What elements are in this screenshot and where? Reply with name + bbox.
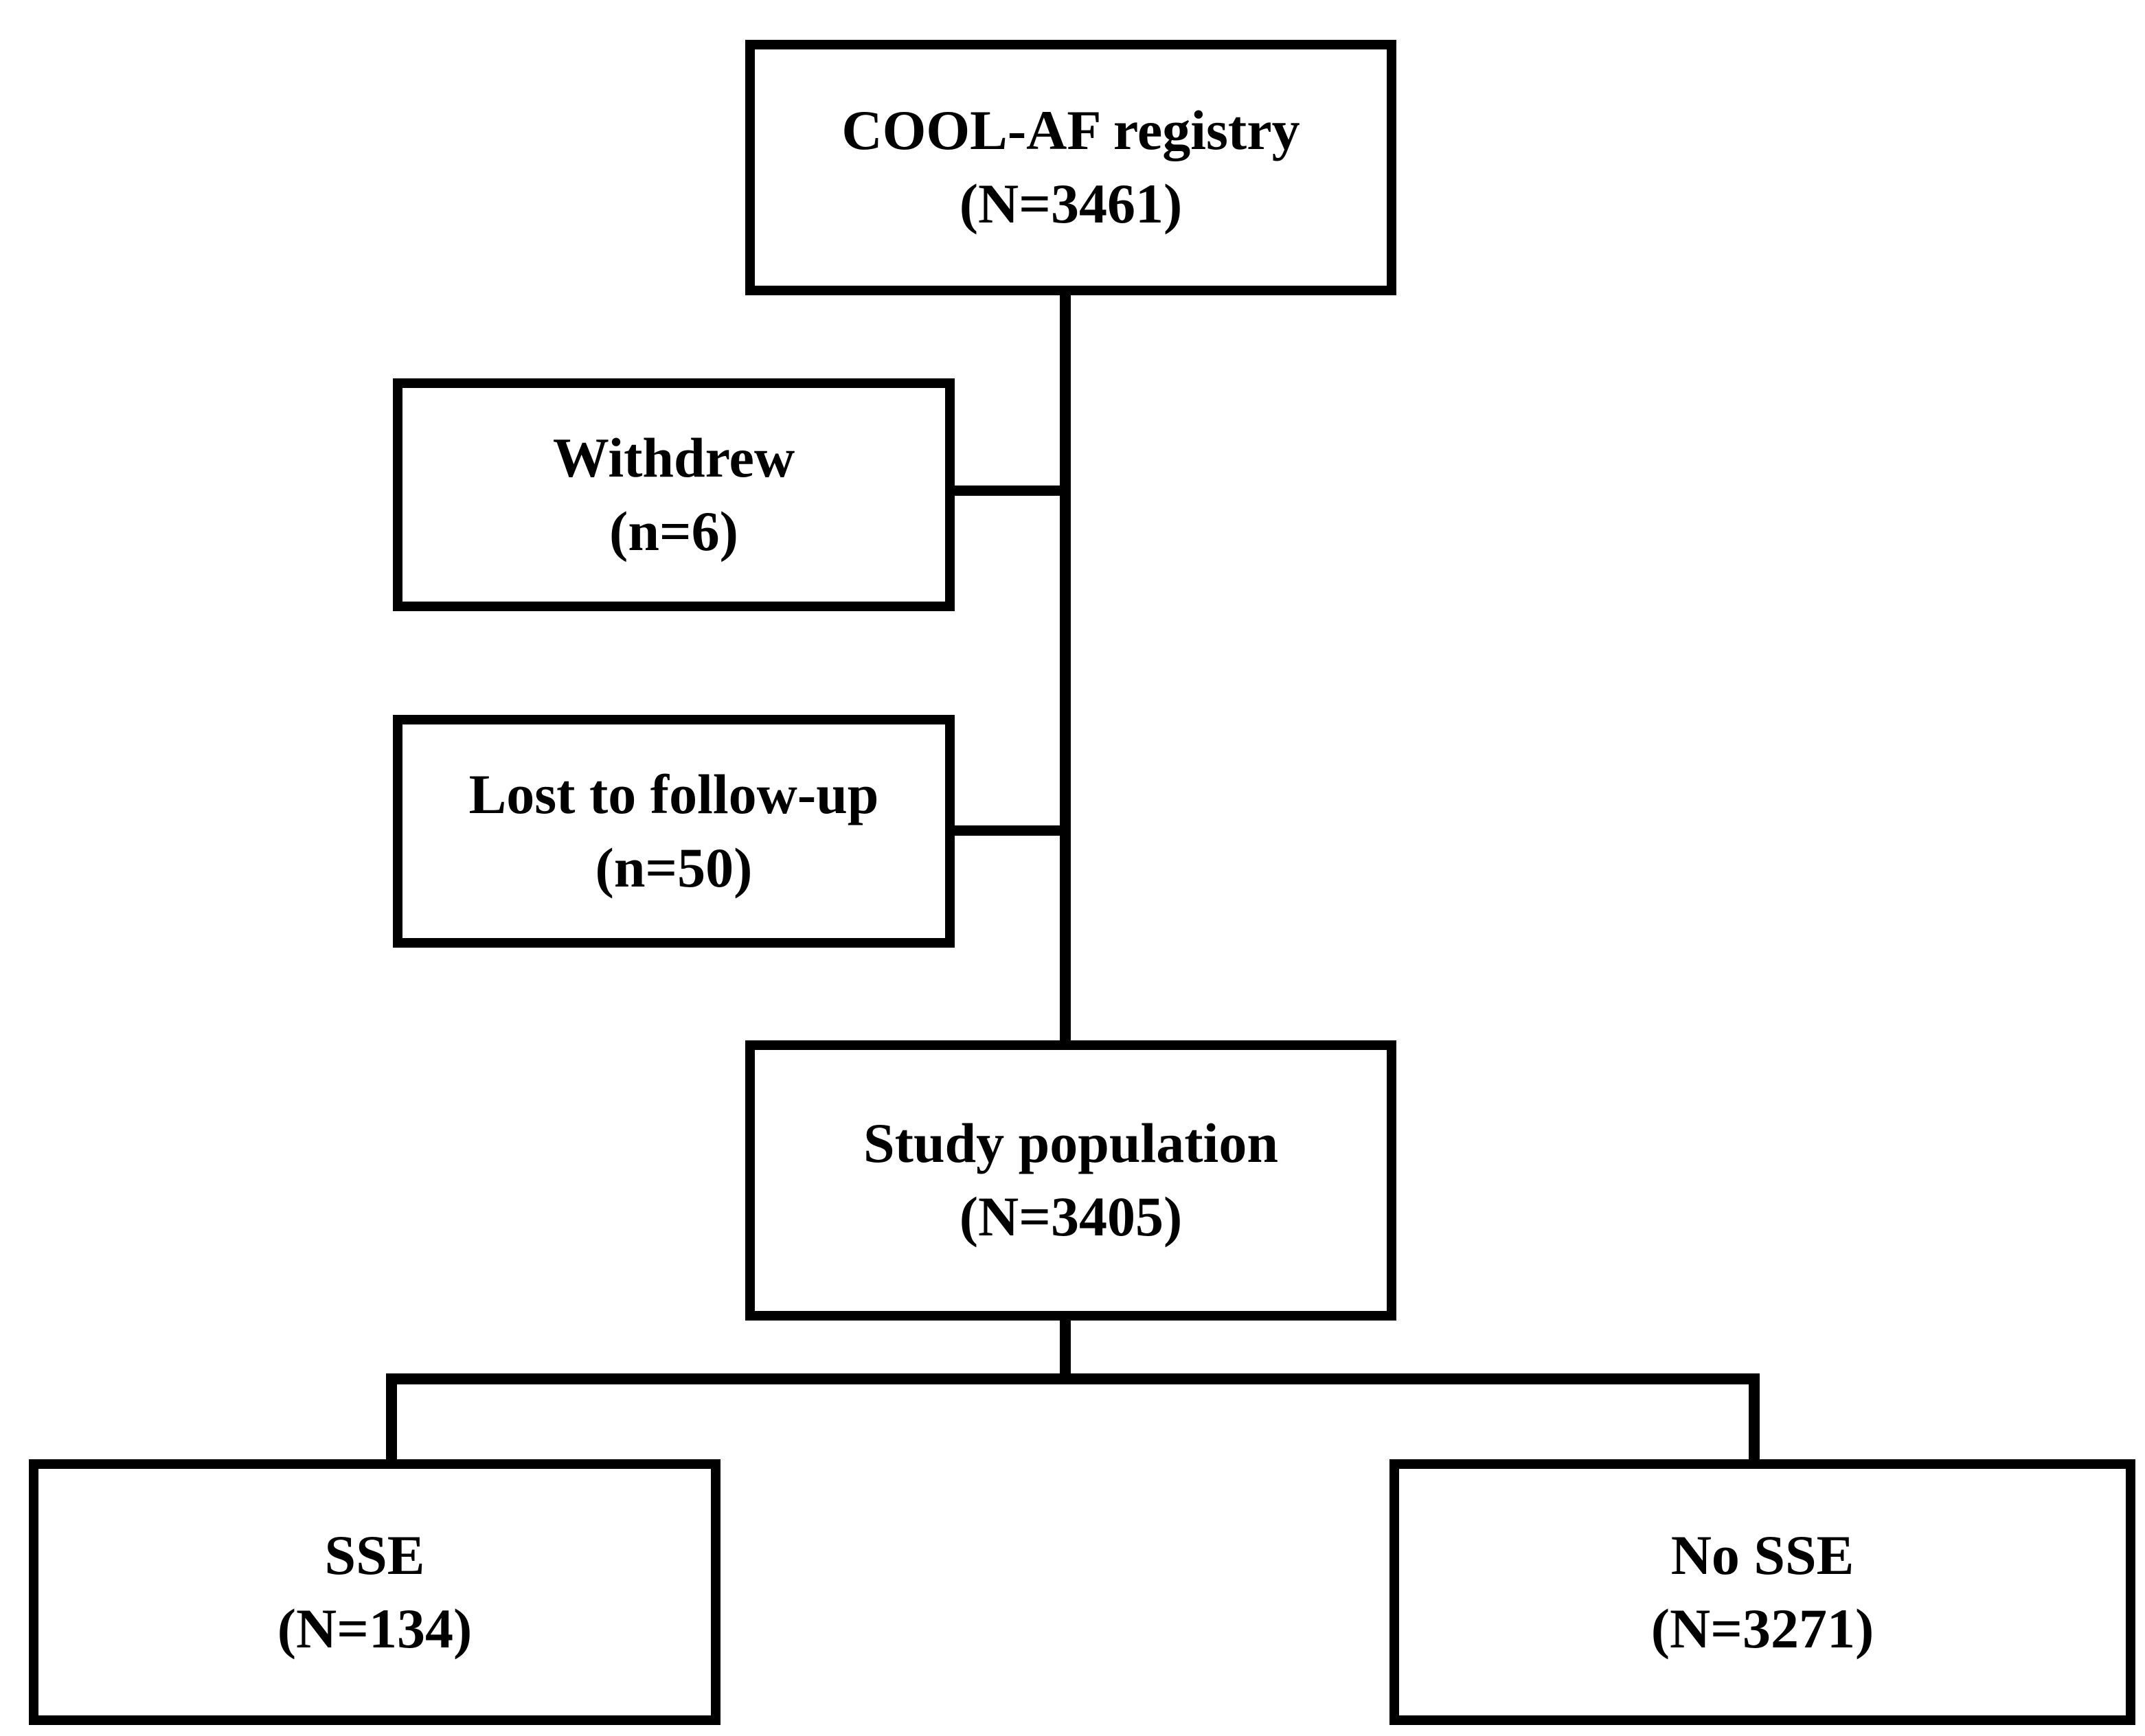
connector-no-sse-drop	[1749, 1373, 1760, 1461]
withdrew-node: Withdrew (n=6)	[393, 378, 955, 611]
connector-registry-to-population	[1060, 294, 1071, 1044]
registry-label: COOL-AF registry	[841, 99, 1300, 162]
sse-count: (N=134)	[277, 1597, 473, 1660]
registry-node: COOL-AF registry (N=3461)	[745, 40, 1396, 295]
no-sse-node: No SSE (N=3271)	[1389, 1459, 2135, 1725]
connector-lost-branch	[950, 825, 1068, 836]
study-population-count: (N=3405)	[959, 1185, 1183, 1248]
lost-to-follow-up-label: Lost to follow-up	[468, 762, 879, 825]
lost-to-follow-up-count: (n=50)	[595, 836, 753, 899]
connector-withdrew-branch	[950, 486, 1068, 496]
lost-to-follow-up-node: Lost to follow-up (n=50)	[393, 715, 955, 948]
sse-node: SSE (N=134)	[29, 1459, 720, 1725]
study-population-node: Study population (N=3405)	[745, 1040, 1396, 1321]
connector-sse-drop	[386, 1373, 397, 1461]
no-sse-count: (N=3271)	[1650, 1597, 1874, 1660]
connector-population-drop	[1060, 1317, 1071, 1384]
withdrew-label: Withdrew	[552, 426, 795, 489]
no-sse-label: No SSE	[1670, 1523, 1854, 1586]
registry-count: (N=3461)	[959, 172, 1183, 235]
connector-split-horizontal	[386, 1373, 1760, 1384]
sse-label: SSE	[324, 1523, 425, 1586]
withdrew-count: (n=6)	[609, 499, 738, 562]
study-population-label: Study population	[863, 1112, 1278, 1175]
